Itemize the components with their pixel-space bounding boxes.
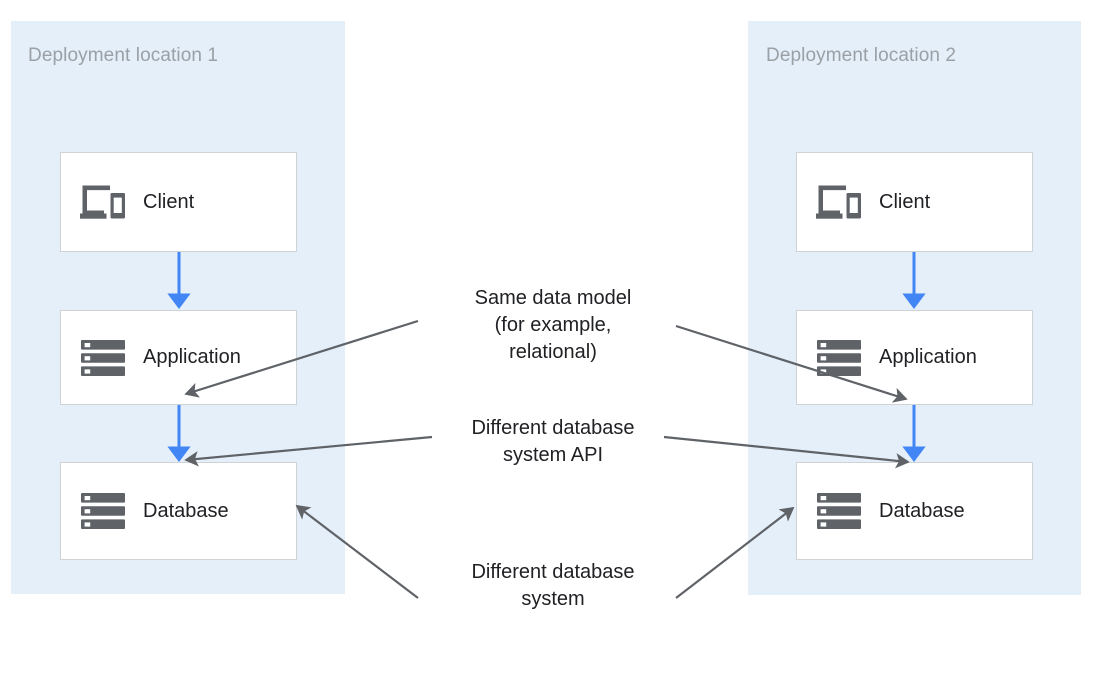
annotation-different-database-system: Different database system [408,559,698,613]
node-client-2-label: Client [879,190,931,213]
annotation-db-system-line-1: Different database [471,561,635,583]
node-application-1[interactable]: Application [60,310,297,405]
annotation-same-data-model-line-2: (for example, [494,314,612,336]
node-database-2-label: Database [879,499,965,522]
server-stack-icon [811,483,867,539]
node-database-2[interactable]: Database [796,462,1033,560]
annotation-db-system-api-line-1: Different database [471,417,635,439]
zone-2-title: Deployment location 2 [766,45,957,66]
node-application-2[interactable]: Application [796,310,1033,405]
annotation-different-database-system-api: Different database system API [408,415,698,469]
annotation-same-data-model-line-1: Same data model [474,287,632,309]
annotation-db-system-api-line-2: system API [502,444,604,466]
devices-icon [75,174,131,230]
node-client-1[interactable]: Client [60,152,297,252]
zone-1-title: Deployment location 1 [28,45,219,66]
node-database-1[interactable]: Database [60,462,297,560]
node-client-1-label: Client [143,190,195,213]
node-application-2-label: Application [879,346,977,368]
annotation-same-data-model: Same data model (for example, relational… [408,285,698,366]
server-stack-icon [75,330,131,386]
devices-icon [811,174,867,230]
node-client-2[interactable]: Client [796,152,1033,252]
server-stack-icon [75,483,131,539]
annotation-same-data-model-line-3: relational) [509,341,597,363]
node-database-1-label: Database [143,499,229,522]
node-application-1-label: Application [143,346,241,368]
server-stack-icon [811,330,867,386]
annotation-db-system-line-2: system [521,588,585,610]
